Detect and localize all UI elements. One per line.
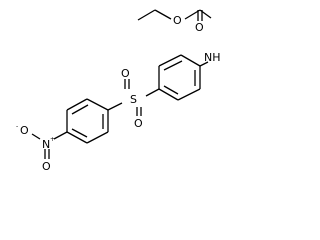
atom-o-sulfonyl-upper: O — [121, 67, 130, 80]
bond-s-ring2 — [107, 102, 123, 111]
atom-o-nitro-minus: O — [20, 124, 29, 137]
bond-ch3-ch2 — [137, 9, 156, 21]
ring2-bond — [86, 98, 109, 111]
molecule-drawing: O O NH S O O N + O - O — [16, 9, 221, 173]
ring1-bond — [180, 54, 201, 67]
bonds — [31, 9, 212, 159]
ring1-inner-bond — [163, 60, 183, 71]
ring2-bond — [86, 131, 109, 144]
atom-n-nitro: N — [42, 138, 50, 151]
bond-ring2-n — [53, 131, 68, 140]
ring2-bond — [66, 131, 88, 144]
atom-o-ester: O — [173, 14, 182, 27]
structure-diagram: O O NH S O O N + O - O — [16, 9, 221, 173]
atom-s: S — [130, 93, 137, 106]
ring1-inner-bond — [163, 85, 179, 95]
ring2-inner-bond — [71, 104, 89, 115]
bond-nh-ring — [199, 61, 209, 67]
atom-o-nitro-minus-charge: - — [16, 123, 18, 130]
bond-ring1-s — [145, 88, 160, 97]
bond-ch2-o — [154, 9, 172, 20]
bond-n-ominus — [31, 133, 41, 140]
ring2-inner-bond — [71, 128, 88, 138]
bond-c-nh — [199, 9, 212, 19]
atom-o-sulfonyl-lower: O — [134, 117, 143, 130]
ring2-bond — [66, 98, 88, 111]
atom-n-nitro-charge: + — [50, 136, 55, 143]
atom-o-carbonyl: O — [195, 21, 204, 34]
atom-nh: NH — [204, 51, 221, 64]
ring1-bond — [177, 88, 201, 101]
ring1-bond — [158, 54, 182, 67]
atom-o-nitro-double: O — [42, 160, 51, 173]
ring1-bond — [158, 88, 179, 101]
